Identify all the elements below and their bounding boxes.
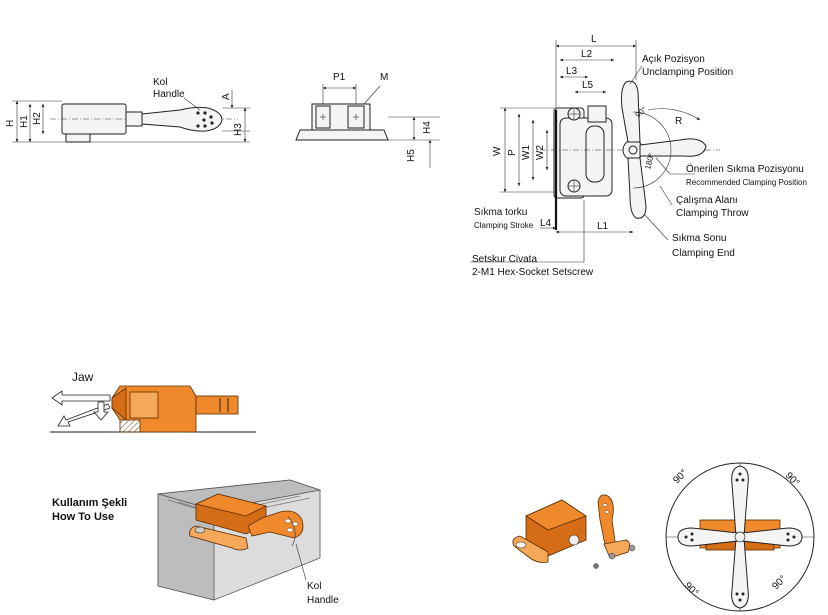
- jaw-label: Jaw: [72, 370, 94, 384]
- rotation-handle-left: [677, 527, 739, 547]
- dim-H-label: H: [5, 120, 16, 127]
- dim-L4-label: L4: [540, 218, 552, 229]
- dim-M-label: M: [380, 72, 388, 83]
- setscrew-tr: Setskur Civata: [472, 254, 537, 265]
- clamp-screw-head: [125, 111, 143, 127]
- how-to-use-title-en: How To Use: [52, 511, 114, 523]
- clamping-throw-tr: Çalışma Alanı: [676, 195, 738, 206]
- handle-end-position: [627, 157, 647, 219]
- exploded-product-view: [512, 494, 636, 569]
- dim-L2-label: L2: [581, 49, 593, 60]
- setscrew-en: 2-M1 Hex-Socket Setscrew: [472, 267, 594, 278]
- clamping-end-tr: Sıkma Sonu: [672, 233, 726, 244]
- recommended-position-tr: Önerilen Sıkma Pozisyonu: [686, 163, 804, 175]
- handle-open-position: [621, 80, 641, 143]
- rotation-handle-up: [731, 465, 749, 537]
- rotation-handle-right: [741, 527, 803, 547]
- handle-side: [141, 106, 223, 132]
- dim-W1-label: W1: [521, 145, 532, 160]
- handle-label-tr: Kol: [153, 77, 167, 88]
- dim-P-label: P: [507, 149, 518, 156]
- clamping-stroke-tr: Sıkma torku: [474, 207, 527, 218]
- angle-180-label: 180°: [643, 152, 656, 170]
- rotation-angle-top-left: 90°: [671, 468, 689, 486]
- dim-L-label: L: [591, 34, 597, 45]
- dim-W-label: W: [492, 146, 503, 156]
- dim-H3-label: H3: [233, 123, 244, 136]
- dim-L3-label: L3: [566, 66, 578, 77]
- how-to-use-illustration: [157, 479, 322, 601]
- open-position-en: Unclamping Position: [642, 67, 733, 78]
- jaw-face: [111, 387, 127, 421]
- rotation-angle-top-right: 90°: [783, 470, 801, 488]
- jaw-cross-section-diagram: [50, 385, 256, 433]
- handle-recommended-position: [639, 138, 707, 157]
- how-to-use-handle-tr: Kol: [307, 581, 321, 592]
- rotation-angle-bottom-left: 90°: [682, 580, 700, 598]
- dim-L1-label: L1: [597, 221, 609, 232]
- dim-H1-label: H1: [19, 115, 30, 128]
- rotation-handle-down: [731, 537, 749, 609]
- recommended-position-en: Recommended Clamping Position: [686, 178, 807, 187]
- plan-view-drawing: [470, 40, 720, 263]
- clamping-throw-en: Clamping Throw: [676, 208, 749, 219]
- open-position-tr: Açık Pozisyon: [642, 54, 705, 65]
- jaw-arrow-down: [93, 401, 109, 421]
- handle-label-en: Handle: [153, 89, 185, 100]
- how-to-use-title-tr: Kullanım Şekli: [52, 497, 127, 509]
- side-view-drawing: [12, 90, 250, 143]
- clamp-base-side: [65, 133, 91, 143]
- handle-rotation-diagram: [665, 462, 815, 612]
- how-to-use-handle-en: Handle: [307, 595, 339, 606]
- dim-P1-label: P1: [333, 72, 346, 83]
- dim-A-label: A: [221, 93, 232, 100]
- clamping-end-en: Clamping End: [672, 248, 735, 259]
- rotation-angle-bottom-right: 90°: [770, 574, 788, 592]
- dim-H5-label: H5: [406, 149, 417, 162]
- dim-L5-label: L5: [582, 80, 594, 91]
- front-base: [295, 129, 389, 141]
- clamping-stroke-en: Clamping Stroke: [474, 221, 534, 230]
- dim-H2-label: H2: [32, 112, 43, 125]
- dim-H4-label: H4: [422, 121, 433, 134]
- dim-W2-label: W2: [535, 145, 546, 160]
- front-view-drawing: [295, 84, 440, 168]
- jaw-screw: [195, 395, 239, 415]
- jaw-block: [129, 391, 159, 419]
- jaw-arrow-left: [51, 390, 111, 406]
- dim-R-label: R: [675, 116, 682, 127]
